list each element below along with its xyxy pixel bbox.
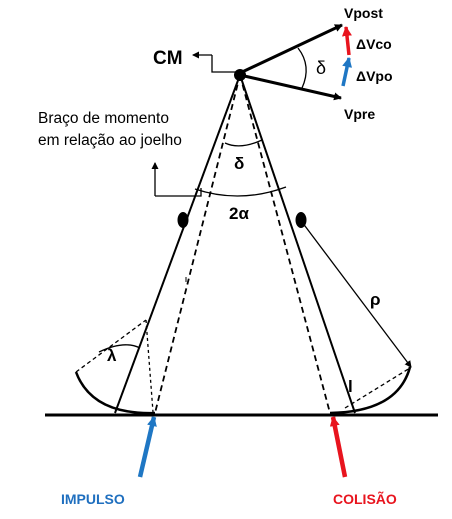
collision-arrow (329, 416, 348, 478)
front-leg-line (239, 74, 356, 414)
dvco-label: ΔVco (356, 36, 392, 52)
vpost-label: Vpost (344, 5, 383, 21)
front-dashed-leg (239, 74, 331, 414)
rear-foot-radius-dotted (145, 319, 154, 413)
cm-label: CM (153, 48, 183, 69)
two-alpha-label: 2α (229, 204, 249, 223)
vpre-vector (239, 73, 342, 101)
rear-knee-joint (177, 212, 189, 228)
lambda-arc (98, 344, 141, 353)
rear-foot-arc (74, 371, 156, 415)
collision-label: COLISÃO (333, 490, 397, 507)
l-label: l (348, 377, 353, 396)
vpre-label: Vpre (344, 106, 375, 122)
rho-label: ρ (370, 290, 381, 309)
lambda-label: λ (107, 346, 117, 365)
cm-pointer-line (211, 55, 238, 73)
dvpo-label: ΔVpo (356, 68, 393, 84)
dvco-arrow (341, 26, 352, 56)
dvpo-arrow (341, 57, 353, 87)
rear-leg-line (114, 74, 241, 414)
moment-arm-label-line2: em relação ao joelho (38, 132, 182, 149)
delta-vector-label: δ (316, 58, 326, 78)
delta-angle-arc (224, 139, 263, 147)
impulse-arrow (137, 416, 157, 478)
moment-arm-label-line1: Braço de momento (38, 110, 169, 127)
two-alpha-angle-arc (194, 186, 287, 197)
front-foot-arc (329, 366, 412, 415)
rho-radius-line (301, 221, 412, 368)
l-dashed-line (344, 367, 411, 409)
rear-dashed-leg (154, 74, 241, 414)
rear-foot-radius-dashed (75, 319, 147, 373)
vpost-vector (239, 23, 343, 75)
impulse-label: IMPULSO (61, 491, 125, 507)
delta-vector-angle-arc (297, 47, 307, 89)
delta-leg-label: δ (234, 154, 244, 173)
front-knee-joint (295, 212, 307, 228)
moment-arm-pointer (155, 188, 202, 197)
